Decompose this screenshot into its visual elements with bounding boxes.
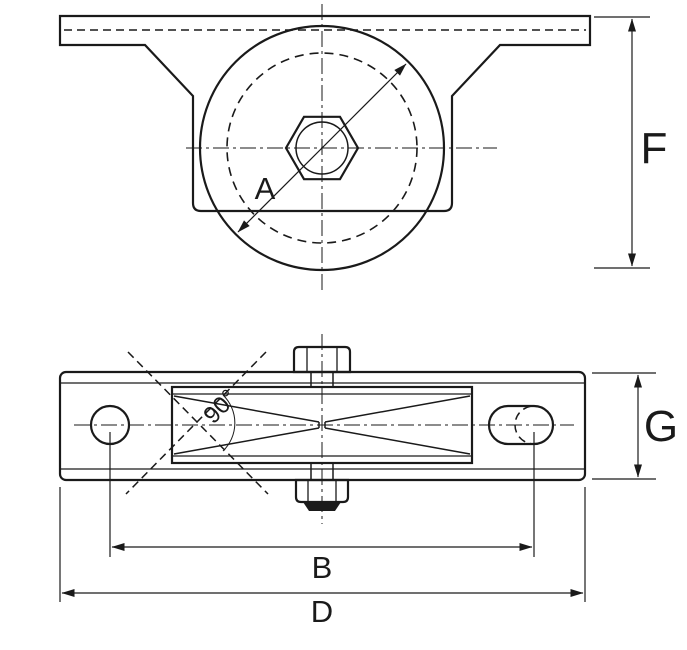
plan-view: 90° — [58, 334, 587, 524]
groove-face-line — [173, 427, 320, 455]
label-wheel-diameter: A — [255, 171, 276, 206]
front-view: A — [58, 4, 592, 292]
label-hole-pitch: B — [312, 550, 333, 585]
label-body-width: G — [644, 402, 678, 451]
groove-angle-arc — [222, 394, 236, 452]
groove-angle-line — [125, 351, 267, 495]
groove-angle-line — [127, 351, 269, 495]
axle-nut-bottom — [294, 478, 350, 504]
dimension-D: D — [59, 487, 586, 629]
groove-face-line — [324, 395, 471, 423]
label-overall-length: D — [311, 594, 333, 629]
groove-face-line — [173, 395, 320, 423]
label-overall-height: F — [641, 124, 668, 173]
dimension-B: B — [109, 432, 535, 585]
dimension-F: F — [594, 16, 668, 269]
bolt-head — [292, 345, 352, 374]
label-groove-angle: 90° — [198, 384, 243, 429]
bracket-outline — [58, 14, 592, 213]
diameter-arrow — [237, 63, 407, 233]
groove-face-line — [324, 427, 471, 455]
dimension-G: G — [592, 372, 678, 480]
